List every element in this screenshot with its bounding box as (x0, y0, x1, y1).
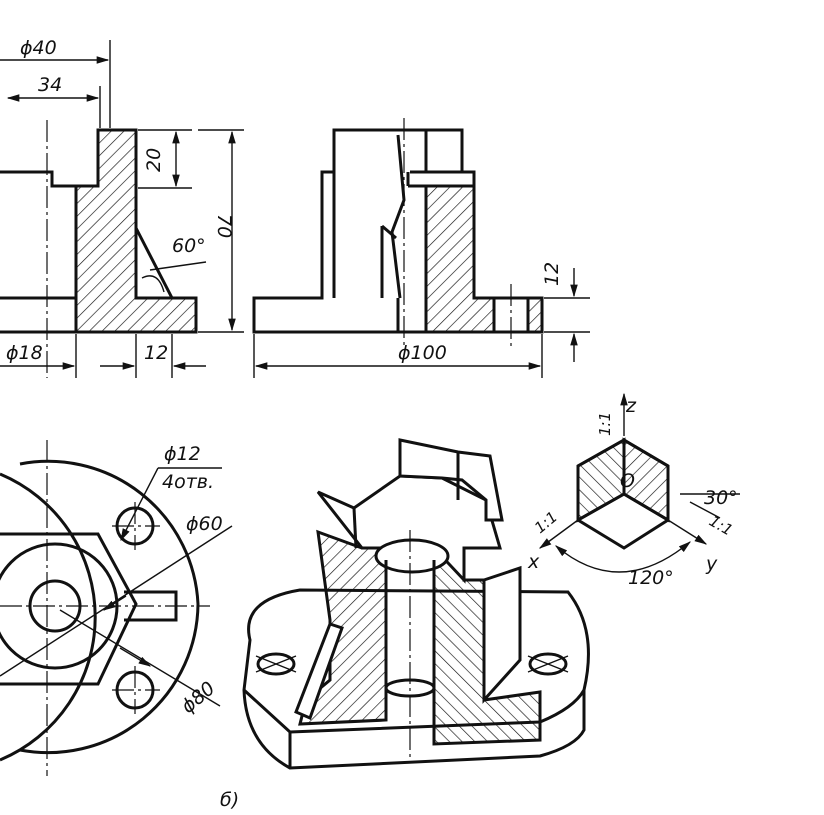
axis-x-scale: 1:1 (531, 508, 561, 537)
dim-phi12: ϕ12 (164, 443, 201, 465)
iso-hole-right (528, 652, 568, 676)
dim-12-front: 12 (144, 342, 168, 364)
iso-top-lug (398, 438, 504, 522)
isometric-view (242, 438, 590, 770)
side-view: 12 ϕ100 (252, 118, 590, 378)
top-view-outer-circle (0, 472, 97, 762)
axis-y-scale: 1:1 (706, 512, 736, 540)
dim-phi18: ϕ18 (6, 342, 43, 364)
top-view-hexagon (0, 532, 138, 686)
side-view-section-hatch (424, 184, 496, 334)
dim-12-side: 12 (541, 262, 563, 286)
axes-scheme: z 1:1 O 1:1 x 1:1 y 30° 120° (527, 392, 740, 589)
iso-rib (294, 622, 344, 721)
front-view-rib (134, 227, 175, 300)
axis-x-label: x (527, 551, 540, 573)
axis-z-scale: 1:1 (596, 412, 614, 436)
dim-34: 34 (38, 74, 62, 96)
figure-caption: б) (220, 789, 239, 811)
dim-70: 70 (213, 214, 235, 238)
dim-phi60: ϕ60 (186, 513, 223, 535)
angle-120-label: 120° (628, 567, 674, 589)
dim-20: 20 (143, 148, 165, 172)
iso-hole-left (256, 652, 296, 676)
axis-y-label: y (705, 553, 718, 575)
dim-phi40: ϕ40 (20, 37, 57, 59)
iso-right-lug (482, 565, 522, 704)
top-view: ϕ12 4отв. ϕ60 ϕ80 (0, 440, 233, 776)
holes-note: 4отв. (162, 471, 214, 493)
iso-bore-top (374, 538, 450, 574)
dim-60deg: 60° (172, 235, 206, 257)
axis-z-label: z (625, 395, 637, 417)
dim-phi100: ϕ100 (398, 342, 447, 364)
axis-origin-label: O (620, 470, 635, 492)
angle-30-label: 30° (704, 487, 738, 509)
front-view: ϕ40 34 20 70 60° ϕ18 12 (0, 37, 244, 378)
side-view-break-line (390, 134, 406, 299)
